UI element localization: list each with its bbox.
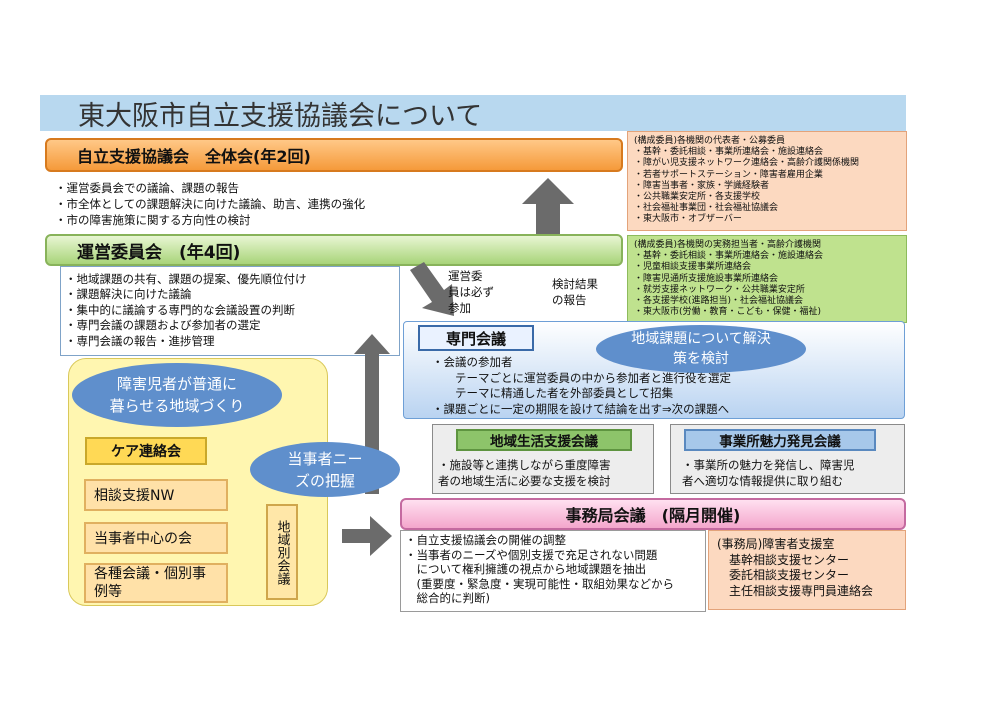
label-line: の報告 xyxy=(552,293,587,307)
secretariat-line: ・自立支援協議会の開催の調整 xyxy=(405,533,566,547)
expert-meeting-title: 専門会議 xyxy=(418,325,534,351)
member-line: ・基幹・委託相談・事業所連絡会・施設連絡会 xyxy=(634,251,824,262)
business-discovery-council-description: ・事業所の魅力を発信し、障害児 者へ適切な情報提供に取り組む xyxy=(682,458,855,489)
business-discovery-council-title: 事業所魅力発見会議 xyxy=(684,429,876,451)
care-conference-box: ケア連絡会 xyxy=(85,437,207,465)
steering-line: ・専門会議の課題および参加者の選定 xyxy=(65,318,261,333)
council-line: ・事業所の魅力を発信し、障害児 xyxy=(682,458,855,472)
consult-support-nw-box: 相談支援NW xyxy=(84,479,228,511)
expert-line: ・会議の参加者 xyxy=(432,355,513,369)
member-line: (構成委員)各機関の実務担当者・高齢介護機関 xyxy=(634,240,822,250)
member-line: ・障害当事者・家族・学識経験者 xyxy=(634,180,770,191)
arrow-up-icon xyxy=(354,334,390,494)
regional-conference-box: 地域別会議 xyxy=(266,504,298,600)
expert-meeting-description: ・会議の参加者 テーマごとに運営委員の中から参加者と進行役を選定 テーマに精通し… xyxy=(432,355,731,417)
steering-line: ・集中的に議論する専門的な会議設置の判断 xyxy=(65,302,295,317)
steering-members-box: (構成委員)各機関の実務担当者・高齢介護機関 ・基幹・委託相談・事業所連絡会・施… xyxy=(627,235,907,323)
label-line: 検討結果 xyxy=(552,277,598,291)
member-line: ・児童相談支援事業所連絡会 xyxy=(634,262,752,273)
member-line: ・東大阪市・オブザーバー xyxy=(634,214,742,225)
oval-line: 障害児者が普通に xyxy=(116,375,237,393)
member-line: ・基幹・委託相談・事業所連絡会・施設連絡会 xyxy=(634,147,824,158)
member-line: ・就労支援ネットワーク・公共職業安定所 xyxy=(634,284,805,295)
life-support-council-title: 地域生活支援会議 xyxy=(456,429,632,451)
secretariat-header: 事務局会議 (隔月開催) xyxy=(400,498,906,530)
expert-line: テーマに精通した者を外部委員として招集 xyxy=(432,386,674,401)
label-line: 員は必ず xyxy=(448,285,494,299)
label-line: 運営委 xyxy=(448,269,483,283)
oval-line: 地域課題について解決 xyxy=(631,331,771,347)
secretariat-description: ・自立支援協議会の開催の調整 ・当事者のニーズや個別支援で充足されない問題 につ… xyxy=(400,530,706,612)
oval-line: 策を検討 xyxy=(673,351,729,367)
member-line: ・障がい児支援ネットワーク連絡会・高齢介護関係機関 xyxy=(634,158,860,169)
member-line: 基幹相談支援センター xyxy=(717,552,850,567)
box-line: 例等 xyxy=(94,584,122,600)
member-line: 主任相談支援専門員連絡会 xyxy=(717,583,874,598)
plenary-line: ・市の障害施策に関する方向性の検討 xyxy=(55,213,251,227)
member-line: (事務局)障害者支援室 xyxy=(717,537,835,551)
oval-line: 暮らせる地域づくり xyxy=(109,397,245,415)
oval-line: 当事者ニー xyxy=(287,449,363,468)
council-line: 者へ適切な情報提供に取り組む xyxy=(682,473,843,488)
council-line: ・施設等と連携しながら重度障害 xyxy=(438,458,611,472)
steering-line: ・専門会議の報告・進捗管理 xyxy=(65,333,215,348)
member-line: ・社会福祉事業団・社会福祉協議会 xyxy=(634,203,779,214)
expert-line: ・課題ごとに一定の期限を設けて結論を出す⇒次の課題へ xyxy=(432,401,730,416)
community-building-oval: 障害児者が普通に 暮らせる地域づくり xyxy=(72,363,282,427)
box-line: 各種会議・個別事 xyxy=(94,566,206,582)
member-line: ・障害児通所支援施設事業所連絡会 xyxy=(634,273,779,284)
life-support-council-description: ・施設等と連携しながら重度障害 者の地域生活に必要な支援を検討 xyxy=(438,458,611,489)
secretariat-members-box: (事務局)障害者支援室 基幹相談支援センター 委託相談支援センター 主任相談支援… xyxy=(708,530,906,610)
arrow-right-icon xyxy=(342,516,392,556)
secretariat-line: について権利擁護の視点から地域課題を抽出 xyxy=(405,562,647,577)
plenary-members-box: (構成委員)各機関の代表者・公募委員 ・基幹・委託相談・事業所連絡会・施設連絡会… xyxy=(627,131,907,231)
member-line: 委託相談支援センター xyxy=(717,568,850,582)
arrow-down-right-icon xyxy=(410,262,454,316)
steering-attend-label: 運営委 員は必ず 参加 xyxy=(448,268,494,316)
self-advocacy-group-box: 当事者中心の会 xyxy=(84,522,228,554)
oval-line: ズの把握 xyxy=(294,471,355,490)
page-title: 東大阪市自立支援協議会について xyxy=(78,101,483,132)
member-line: ・公共職業安定所・各支援学校 xyxy=(634,192,761,203)
member-line: ・若者サポートステーション・障害者雇用企業 xyxy=(634,169,823,180)
label-line: 参加 xyxy=(448,301,471,315)
member-line: (構成委員)各機関の代表者・公募委員 xyxy=(634,136,786,146)
expert-line: テーマごとに運営委員の中から参加者と進行役を選定 xyxy=(432,370,731,385)
plenary-description: ・運営委員会での議論、課題の報告 ・市全体としての課題解決に向けた議論、助言、連… xyxy=(55,180,365,228)
steering-line: ・地域課題の共有、課題の提案、優先順位付け xyxy=(65,272,307,286)
review-report-label: 検討結果 の報告 xyxy=(552,276,598,308)
various-meetings-box: 各種会議・個別事 例等 xyxy=(84,563,228,603)
secretariat-line: 総合的に判断) xyxy=(405,591,490,606)
arrow-up-icon xyxy=(522,178,574,236)
needs-assessment-oval: 当事者ニー ズの把握 xyxy=(250,442,400,497)
member-line: ・各支援学校(進路担当)・社会福祉協議会 xyxy=(634,296,804,307)
steering-description: ・地域課題の共有、課題の提案、優先順位付け ・課題解決に向けた議論 ・集中的に議… xyxy=(60,266,400,356)
secretariat-line: (重要度・緊急度・実現可能性・取組効果などから xyxy=(405,576,674,591)
plenary-header: 自立支援協議会 全体会(年2回) xyxy=(45,138,623,172)
regional-issue-oval: 地域課題について解決 策を検討 xyxy=(596,325,806,373)
plenary-line: ・運営委員会での議論、課題の報告 xyxy=(55,181,239,195)
council-line: 者の地域生活に必要な支援を検討 xyxy=(438,473,611,488)
steering-line: ・課題解決に向けた議論 xyxy=(65,287,192,302)
plenary-line: ・市全体としての課題解決に向けた議論、助言、連携の強化 xyxy=(55,197,366,211)
title-band xyxy=(40,95,906,131)
secretariat-line: ・当事者のニーズや個別支援で充足されない問題 xyxy=(405,547,658,562)
member-line: ・東大阪市(労働・教育・こども・保健・福祉) xyxy=(634,307,822,318)
steering-header: 運営委員会 (年4回) xyxy=(45,234,623,266)
